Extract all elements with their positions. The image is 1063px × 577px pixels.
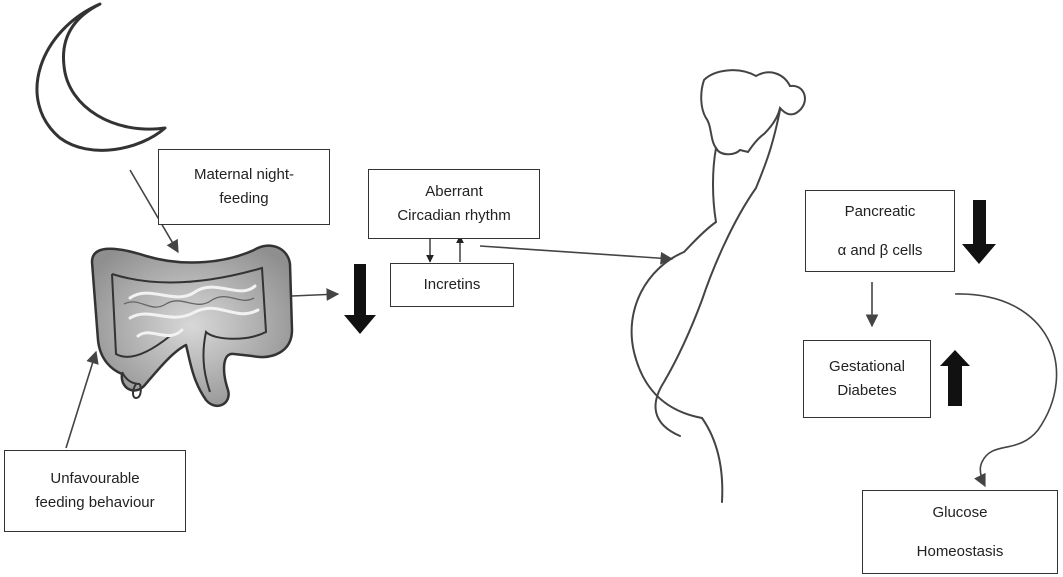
node-label: Unfavourable feeding behaviour xyxy=(35,470,155,511)
flow-arrows xyxy=(65,169,1058,488)
node-unfavourable-feeding-behaviour: Unfavourable feeding behaviour xyxy=(4,450,186,532)
pregnant-woman-icon xyxy=(630,69,806,503)
node-pancreatic-cells: Pancreatic α and β cells xyxy=(805,190,955,272)
node-label: Maternal night- feeding xyxy=(193,166,295,207)
crescent-moon-icon xyxy=(35,2,167,152)
node-maternal-night-feeding: Maternal night- feeding xyxy=(158,149,330,225)
node-label: Aberrant Circadian rhythm xyxy=(397,183,511,224)
up-arrow-icon xyxy=(940,350,970,406)
node-gestational-diabetes: Gestational Diabetes xyxy=(803,340,931,418)
down-arrow-icon xyxy=(344,264,376,334)
node-aberrant-circadian-rhythm: Aberrant Circadian rhythm xyxy=(368,169,540,239)
node-label: Gestational Diabetes xyxy=(829,358,905,399)
down-arrow-icon xyxy=(962,200,996,264)
intestine-icon xyxy=(90,244,294,408)
arrow-to-glucose xyxy=(954,293,1058,488)
node-label: Pancreatic α and β cells xyxy=(837,202,923,259)
node-label: Glucose Homeostasis xyxy=(916,503,1004,560)
node-glucose-homeostasis: Glucose Homeostasis xyxy=(862,490,1058,574)
node-label: Incretins xyxy=(423,276,481,293)
node-incretins: Incretins xyxy=(390,263,514,307)
indicator-arrows xyxy=(344,200,996,406)
arrow-moon-to-gut xyxy=(129,169,179,254)
arrow-circadian-to-mother xyxy=(479,245,674,265)
arrow-behaviour-to-gut xyxy=(65,350,99,449)
arrow-gut-out xyxy=(291,288,340,301)
